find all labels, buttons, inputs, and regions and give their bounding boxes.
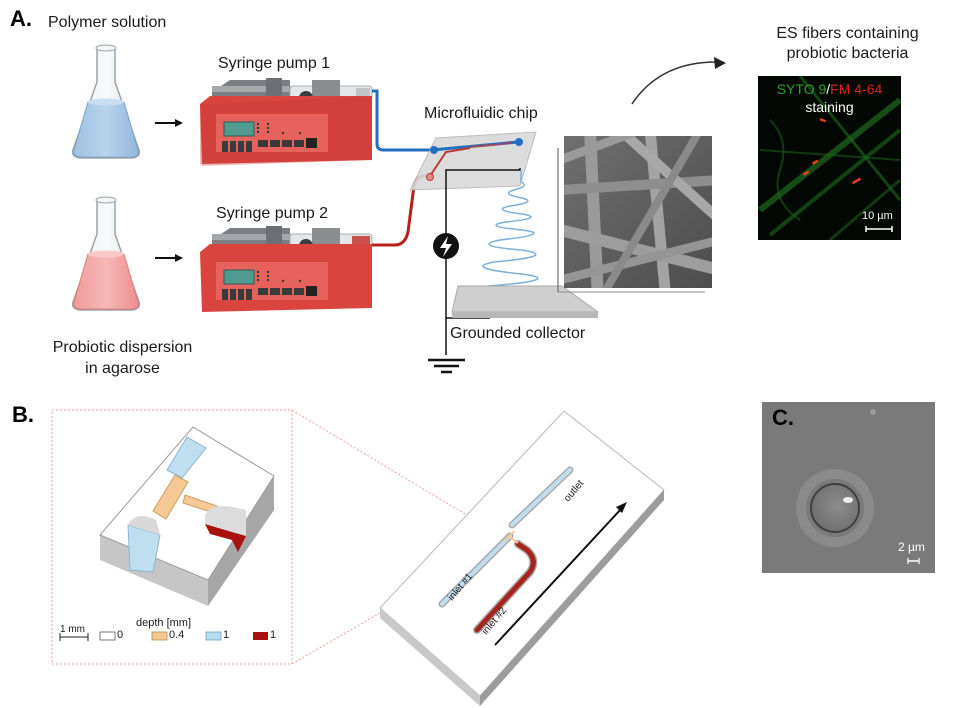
panel-b-label: B.	[12, 402, 34, 427]
panel-a-label: A.	[10, 6, 32, 31]
probiotic-dispersion-label: Probiotic dispersion in agarose	[40, 337, 205, 379]
arrow-flask-to-pump-2	[155, 254, 183, 262]
fibers-title-line2: probiotic bacteria	[786, 45, 909, 62]
sem-fiber-image	[557, 136, 712, 293]
blue-tube	[372, 89, 432, 152]
probiotic-dispersion-line1: Probiotic dispersion	[52, 339, 193, 356]
microfluidic-chip-label: Microfluidic chip	[424, 105, 538, 122]
syringe-pump-2-label: Syringe pump 2	[216, 205, 329, 222]
syringe-pump-1	[200, 78, 373, 166]
droplet-micrograph	[762, 402, 935, 573]
legend-value-1-red: 1	[270, 629, 277, 641]
legend-value-0: 0	[117, 629, 124, 641]
arrow-flask-to-pump-1	[155, 119, 183, 127]
stain-separator: /	[826, 81, 831, 97]
staining-caption: SYTO 9/FM 4-64 staining	[758, 80, 901, 116]
probiotic-dispersion-line2: in agarose	[85, 360, 160, 377]
syto9-label: SYTO 9	[776, 81, 827, 97]
fluorescence-scale-bar-label: 10 µm	[862, 210, 893, 222]
polymer-solution-label: Polymer solution	[48, 14, 167, 31]
panel-c-scale-bar-label: 2 µm	[898, 540, 925, 554]
polymer-flask	[71, 44, 141, 159]
grounded-collector-label: Grounded collector	[450, 325, 586, 342]
high-voltage-icon	[433, 233, 459, 259]
fm464-label: FM 4-64	[830, 81, 883, 97]
syringe-pump-1-label: Syringe pump 1	[218, 55, 331, 72]
scale-bar-1mm-label: 1 mm	[60, 624, 85, 635]
microfluidic-chip-3d	[379, 410, 665, 706]
legend-value-1-blue: 1	[223, 629, 230, 641]
grounded-collector	[451, 285, 600, 318]
panel-c-label: C.	[772, 405, 794, 430]
legend-title: depth [mm]	[136, 617, 192, 629]
legend-value-0-4: 0.4	[169, 629, 185, 641]
curved-arrow	[631, 61, 717, 105]
fibers-title: ES fibers containing probiotic bacteria	[740, 24, 955, 64]
staining-label: staining	[805, 99, 854, 115]
depth-legend	[59, 631, 268, 641]
electrospinning-jet	[475, 170, 539, 305]
microfluidic-chip	[409, 131, 537, 191]
fibers-title-line1: ES fibers containing	[776, 25, 919, 42]
fluorescence-image	[758, 76, 901, 240]
syringe-pump-2	[200, 226, 373, 312]
probiotic-flask	[71, 196, 141, 311]
channel-junction-3d	[99, 426, 275, 606]
